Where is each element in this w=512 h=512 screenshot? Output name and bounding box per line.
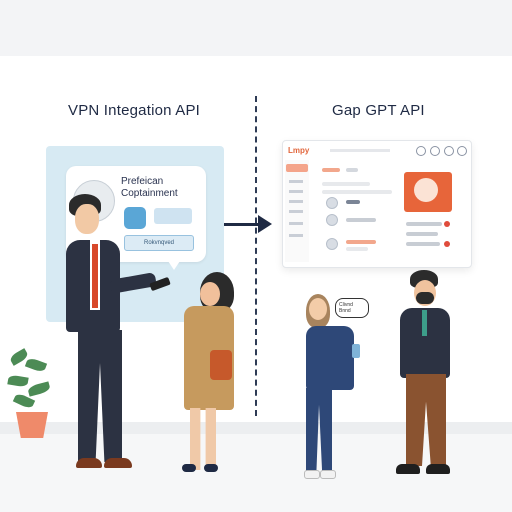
plant-leaf [7,374,29,388]
man-shoe-left [76,458,102,468]
header-icon [444,146,454,156]
woman2-jacket [306,326,354,390]
sidebar-item [289,234,303,237]
status-dot [444,221,450,227]
sidebar-item [289,210,303,213]
speech-card-button: Rokvnqved [124,235,194,251]
dashboard-line [322,182,370,186]
dashboard-header-bar [330,149,390,152]
status-dot [444,241,450,247]
header-icon [430,146,440,156]
dashboard-line [346,247,368,251]
app-icon [124,207,146,229]
sidebar-item [289,190,303,193]
arrow-right-icon [258,215,272,233]
woman2-shoe-right [320,470,336,479]
sidebar-active-item [286,164,308,172]
top-band [0,0,512,56]
speech-bubble: Clivnd Bnnd [335,298,369,318]
woman-bag [210,350,232,380]
dashboard-line [406,242,440,246]
plant-pot [16,412,48,438]
dashboard-line [322,190,392,194]
right-section-heading: Gap GPT API [332,102,425,119]
phone [352,344,360,358]
arrow-shaft [224,223,260,226]
section-divider [255,96,257,416]
dashboard-line [346,200,360,204]
man2-tie [422,310,427,336]
list-avatar [326,214,338,226]
dashboard-line [346,240,376,244]
floor-edge [0,422,512,434]
plant-leaf [24,356,48,374]
dashboard-line [406,222,442,226]
dashboard-line [322,168,340,172]
man-tie [92,244,98,308]
woman-face [200,282,220,306]
text-placeholder-bar [154,208,192,224]
speech-card-title: Prefeican Coptainment [121,176,178,199]
sidebar-item [289,200,303,203]
header-icon [457,146,467,156]
sidebar-item [289,180,303,183]
sidebar-item [289,222,303,225]
dashboard-line [346,168,358,172]
left-section-heading: VPN Integation API [68,102,201,119]
profile-avatar [414,178,438,202]
man-shoe-right [104,458,132,468]
woman-shoe-left [182,464,196,472]
woman2-shoe-left [304,470,320,479]
header-icon [416,146,426,156]
woman-shoe-right [204,464,218,472]
list-avatar [326,238,338,250]
dashboard-line [346,218,376,222]
dashboard-logo: Lmpy [288,146,310,155]
dashboard-line [406,232,438,236]
man2-shoe-left [396,464,420,474]
man2-shoe-right [426,464,450,474]
speech-card-tail [166,258,182,270]
plant-leaf [27,381,51,397]
man-face [75,204,99,234]
list-avatar [326,197,338,209]
face-mask [416,292,434,304]
woman2-face [309,298,327,320]
